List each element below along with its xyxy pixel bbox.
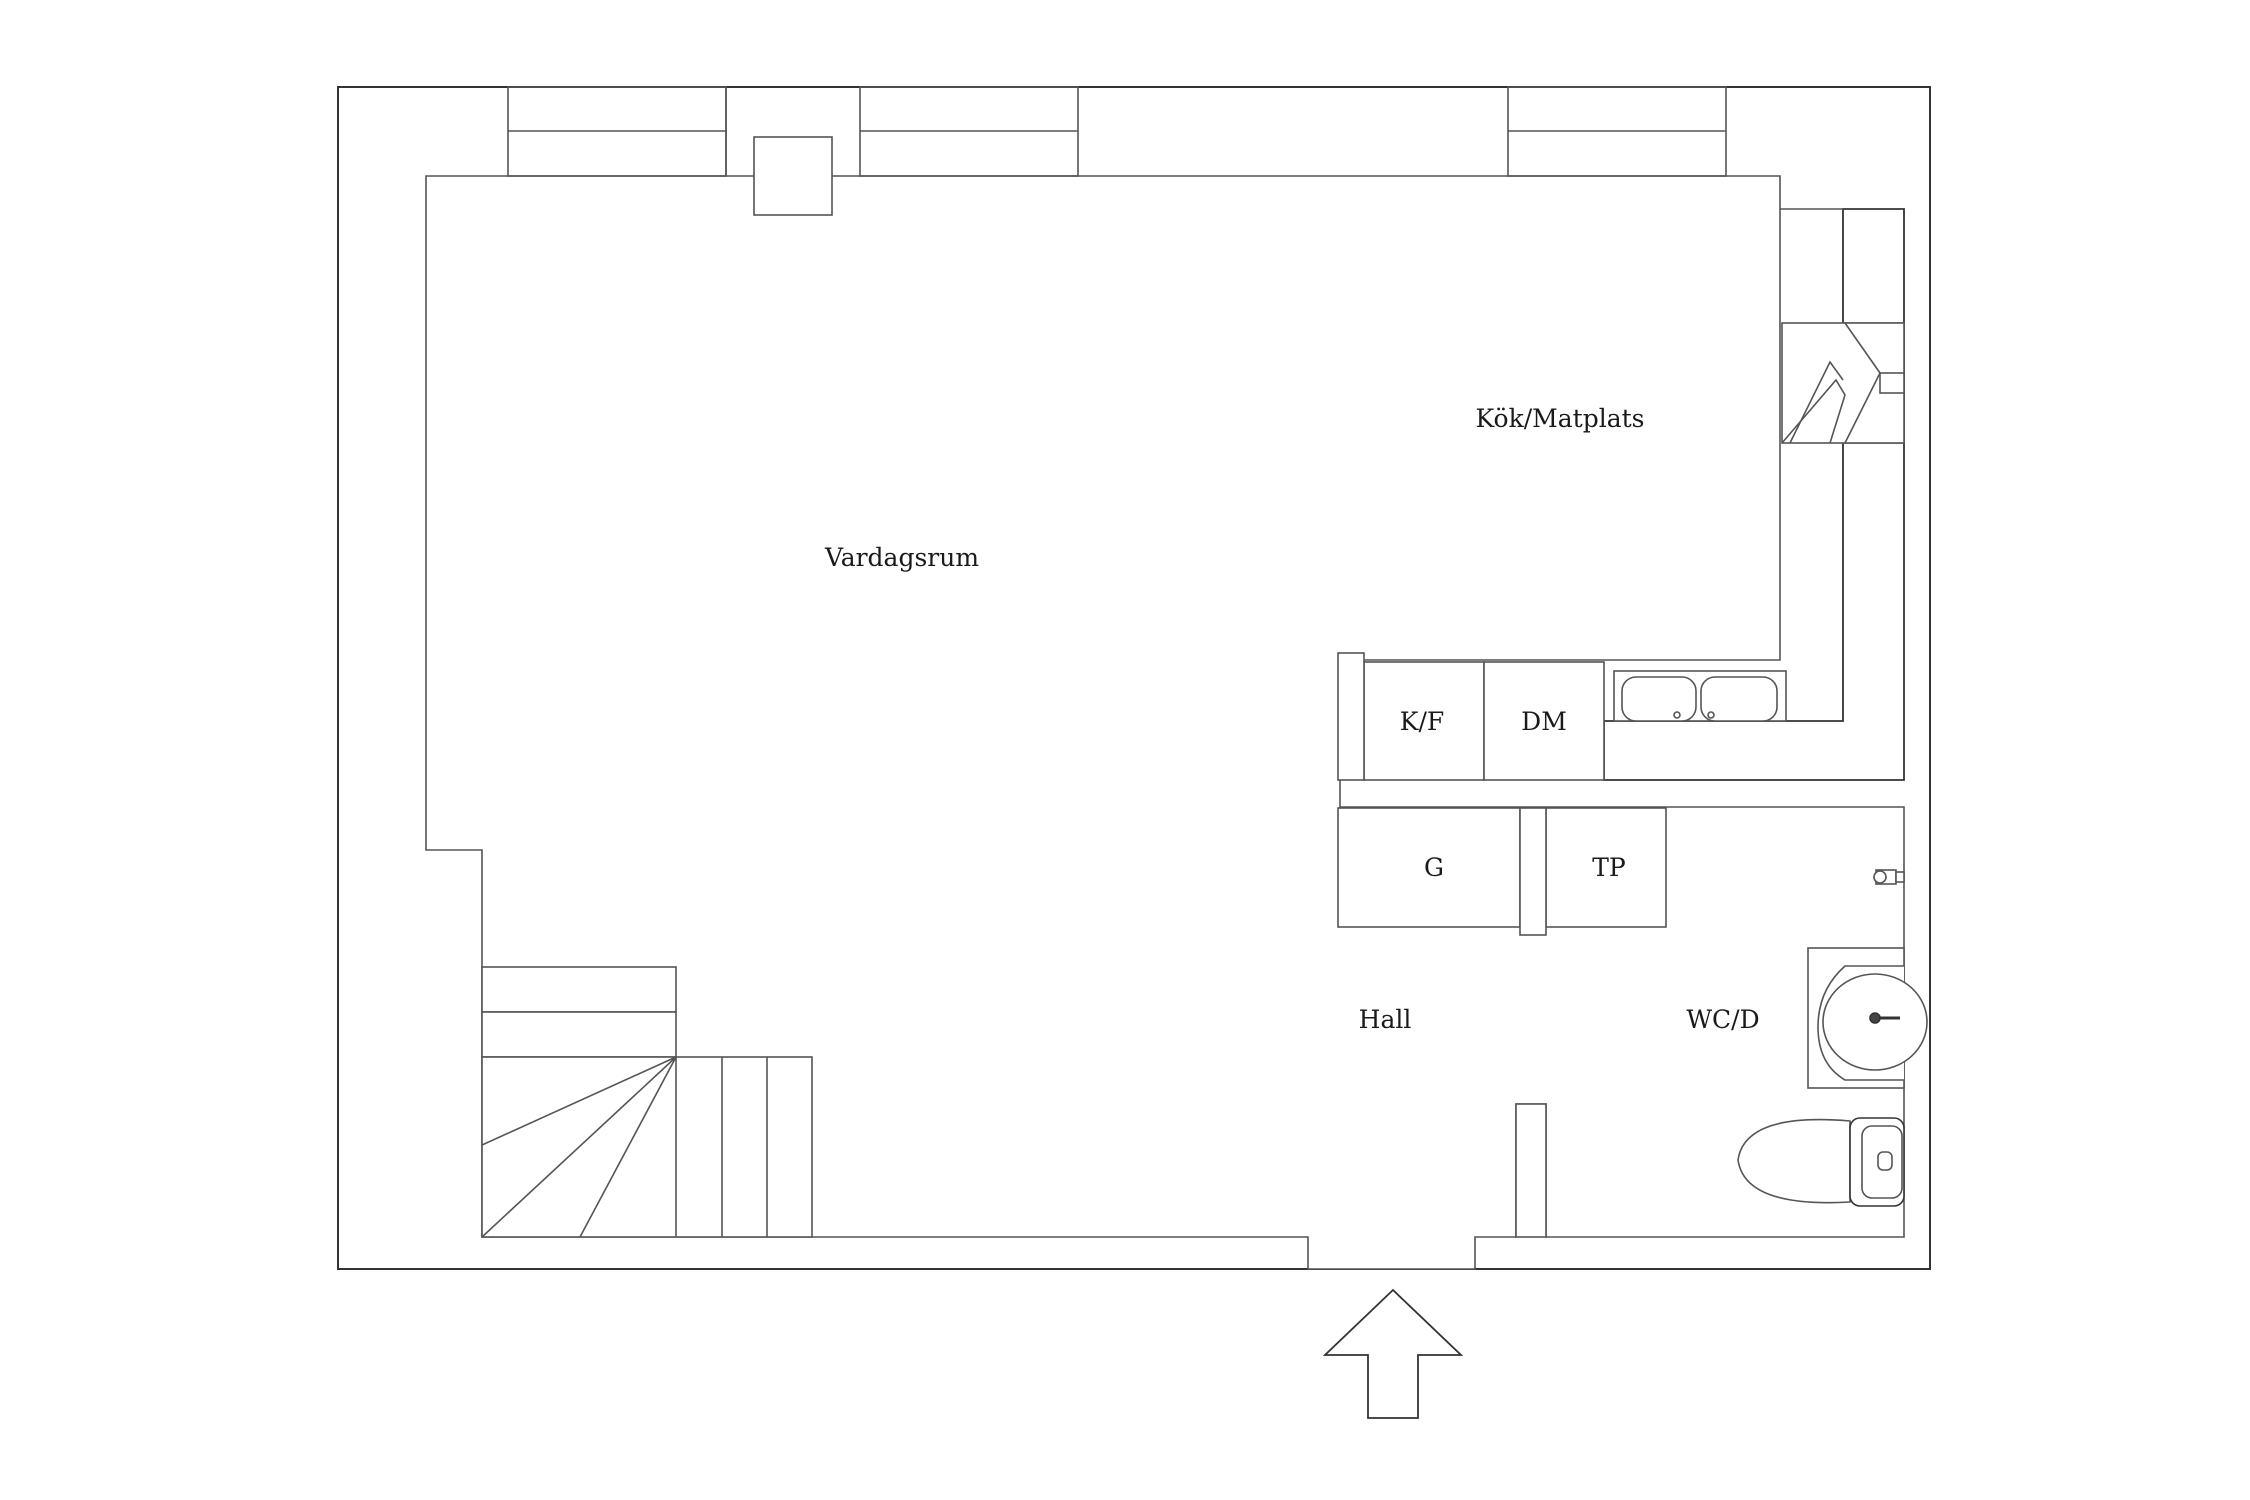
label-kitchen: Kök/Matplats [1476, 404, 1645, 433]
windows [507, 86, 1727, 177]
cabinet-end [1337, 652, 1365, 781]
label-living: Vardagsrum [824, 543, 979, 572]
cabinet-kf [1363, 661, 1485, 781]
staircase-icon [481, 966, 813, 1238]
label-fridge-freezer: K/F [1400, 707, 1444, 736]
partition-upper [1519, 807, 1547, 936]
label-laundry: TP [1592, 853, 1626, 882]
toilet-icon [1737, 1117, 1905, 1207]
washbasin-icon [1807, 947, 1928, 1089]
wardrobe-g [1337, 807, 1521, 928]
cabinet-dm [1483, 661, 1605, 781]
partition-lower [1515, 1103, 1547, 1238]
chimney [753, 136, 833, 216]
shower-icon [1873, 869, 1905, 885]
label-bathroom: WC/D [1686, 1005, 1759, 1034]
label-wardrobe: G [1424, 853, 1444, 882]
sink-icon [1613, 670, 1787, 722]
stove-icon [1781, 322, 1905, 444]
label-hall: Hall [1359, 1005, 1412, 1034]
label-dishwasher: DM [1521, 707, 1567, 736]
laundry-tp [1545, 807, 1667, 928]
entrance-arrow-icon [1322, 1288, 1464, 1419]
